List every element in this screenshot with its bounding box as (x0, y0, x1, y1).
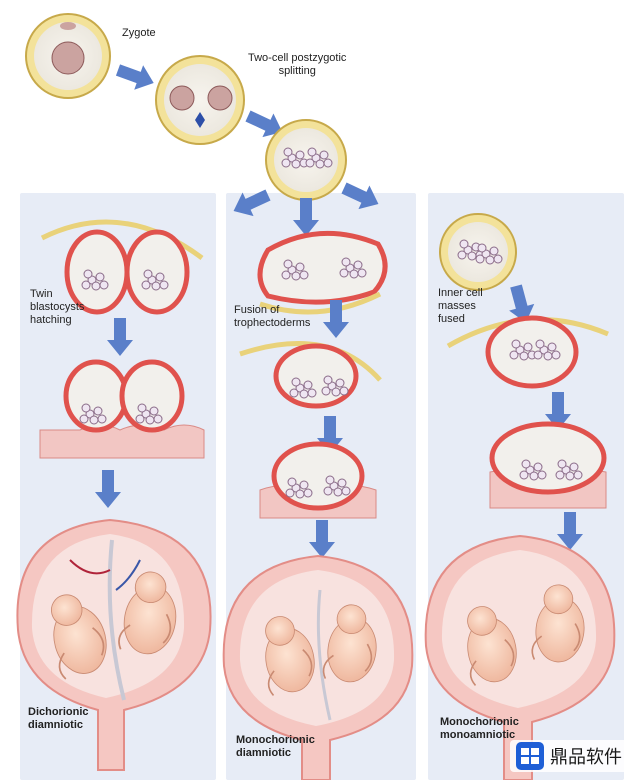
mono-mono-uterus (424, 534, 616, 780)
dichorionic-implant (39, 359, 205, 459)
label-twin-blastocysts: Twin blastocysts hatching (30, 288, 85, 326)
fused-trophectoderms (257, 230, 388, 315)
label-fusion: Fusion of trophectoderms (234, 304, 311, 329)
morula-egg (265, 119, 347, 201)
mono-di-uterus (222, 554, 414, 780)
mono-di-implant (259, 441, 377, 519)
dichorionic-uterus (16, 518, 212, 771)
label-two-cell: Two-cell postzygotic splitting (248, 52, 347, 77)
label-zygote: Zygote (122, 27, 156, 39)
mono-mono-blastocyst (446, 315, 609, 389)
label-mono-mono: Monochorionic monoamniotic (440, 716, 519, 741)
label-mono-di: Monochorionic diamniotic (236, 734, 315, 759)
two-cell-egg (155, 55, 245, 145)
brand-name: 鼎品软件 (550, 747, 622, 768)
inner-cell-masses-egg (439, 213, 517, 291)
mono-di-blastocyst (239, 341, 382, 409)
brand-logo-icon (516, 742, 544, 770)
twin-blastocysts (40, 219, 204, 315)
label-dichorionic: Dichorionic diamniotic (28, 706, 89, 731)
brand-watermark: 鼎品软件 (510, 740, 628, 772)
mono-mono-implant (489, 421, 607, 509)
zygote-egg (25, 13, 111, 99)
label-inner-cell: Inner cell masses fused (438, 287, 483, 325)
